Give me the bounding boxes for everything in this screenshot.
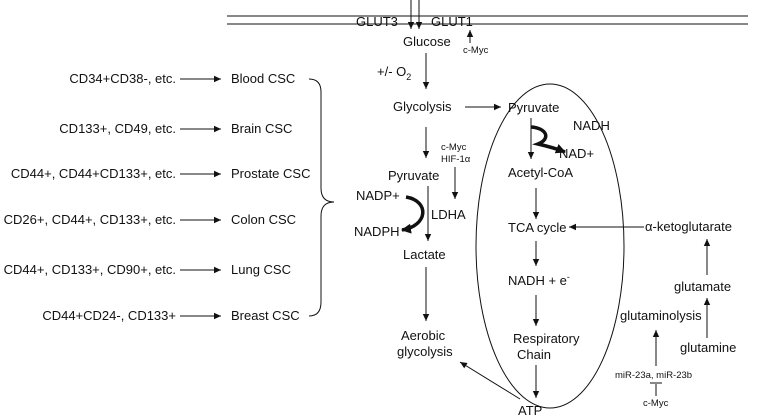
- csc-markers-text: CD26+, CD44+, CD133+, etc.: [4, 212, 176, 227]
- csc-marker-row: CD26+, CD44+, CD133+, etc. Colon CSC: [4, 212, 296, 227]
- mirna-label: miR-23a, miR-23b: [615, 370, 692, 381]
- csc-marker-row: CD44+, CD133+, CD90+, etc. Lung CSC: [4, 262, 291, 277]
- csc-markers-text: CD34+CD38-, etc.: [69, 71, 176, 86]
- cmyc-glut1-label: c-Myc: [463, 45, 489, 56]
- ldha-label: LDHA: [431, 207, 466, 222]
- nadp-plus-label: NADP+: [356, 188, 400, 203]
- ldha-regulator-cmyc: c-Myc: [441, 142, 467, 153]
- oxygen-label: +/- O2: [377, 64, 411, 82]
- csc-markers-text: CD44+CD24-, CD133+: [42, 308, 176, 323]
- glutaminolysis-label: glutaminolysis: [620, 308, 702, 323]
- glutamine-label: glutamine: [680, 340, 736, 355]
- csc-group-brace: [308, 78, 335, 317]
- respiratory-label-line2: Chain: [517, 347, 551, 362]
- nadp-to-nadph-curve: [401, 195, 425, 234]
- glut3-label: GLUT3: [356, 14, 398, 29]
- nad-plus-label: NAD+: [559, 146, 594, 161]
- mitochondrion-outline: [475, 83, 625, 409]
- csc-marker-row: CD133+, CD49, etc. Brain CSC: [59, 121, 292, 136]
- ldha-regulator-hif1a: HIF-1α: [441, 154, 471, 165]
- glycolysis-label: Glycolysis: [393, 99, 452, 114]
- glutamate-label: glutamate: [674, 279, 731, 294]
- acetylcoa-label: Acetyl-CoA: [508, 165, 573, 180]
- csc-marker-row: CD44+, CD44+CD133+, etc. Prostate CSC: [11, 166, 311, 181]
- electron-superscript: -: [567, 272, 570, 282]
- lactate-label: Lactate: [403, 247, 446, 262]
- tca-cycle-label: TCA cycle: [508, 220, 567, 235]
- csc-type-label: Blood CSC: [231, 71, 295, 86]
- cmyc-mirna-label: c-Myc: [643, 398, 669, 409]
- atp-to-aerobic-arrow: [459, 361, 521, 400]
- mito-pyruvate-label: Pyruvate: [508, 100, 559, 115]
- pyruvate-cyto-label: Pyruvate: [388, 168, 439, 183]
- csc-type-label: Lung CSC: [231, 262, 291, 277]
- csc-marker-row: CD44+CD24-, CD133+ Breast CSC: [42, 308, 299, 323]
- csc-markers-text: CD44+, CD44+CD133+, etc.: [11, 166, 176, 181]
- glucose-label: Glucose: [403, 34, 451, 49]
- csc-type-label: Breast CSC: [231, 308, 300, 323]
- aerobic-label-line1: Aerobic: [401, 328, 446, 343]
- respiratory-label-line1: Respiratory: [513, 331, 580, 346]
- nadph-label: NADPH: [354, 224, 400, 239]
- aerobic-label-line2: glycolysis: [397, 344, 453, 359]
- oxygen-subscript: 2: [406, 72, 411, 82]
- csc-markers-text: CD44+, CD133+, CD90+, etc.: [4, 262, 176, 277]
- csc-type-label: Colon CSC: [231, 212, 296, 227]
- atp-label: ATP: [518, 403, 542, 418]
- csc-marker-row: CD34+CD38-, etc. Blood CSC: [69, 71, 295, 86]
- nadh-to-nad-curve: [530, 125, 566, 154]
- csc-type-label: Brain CSC: [231, 121, 292, 136]
- nadh-label: NADH: [573, 118, 610, 133]
- nadh-electron-label: NADH + e-: [508, 272, 570, 288]
- csc-type-label: Prostate CSC: [231, 166, 310, 181]
- akg-label: α-ketoglutarate: [645, 219, 732, 234]
- glut1-label: GLUT1: [431, 14, 473, 29]
- csc-markers-text: CD133+, CD49, etc.: [59, 121, 176, 136]
